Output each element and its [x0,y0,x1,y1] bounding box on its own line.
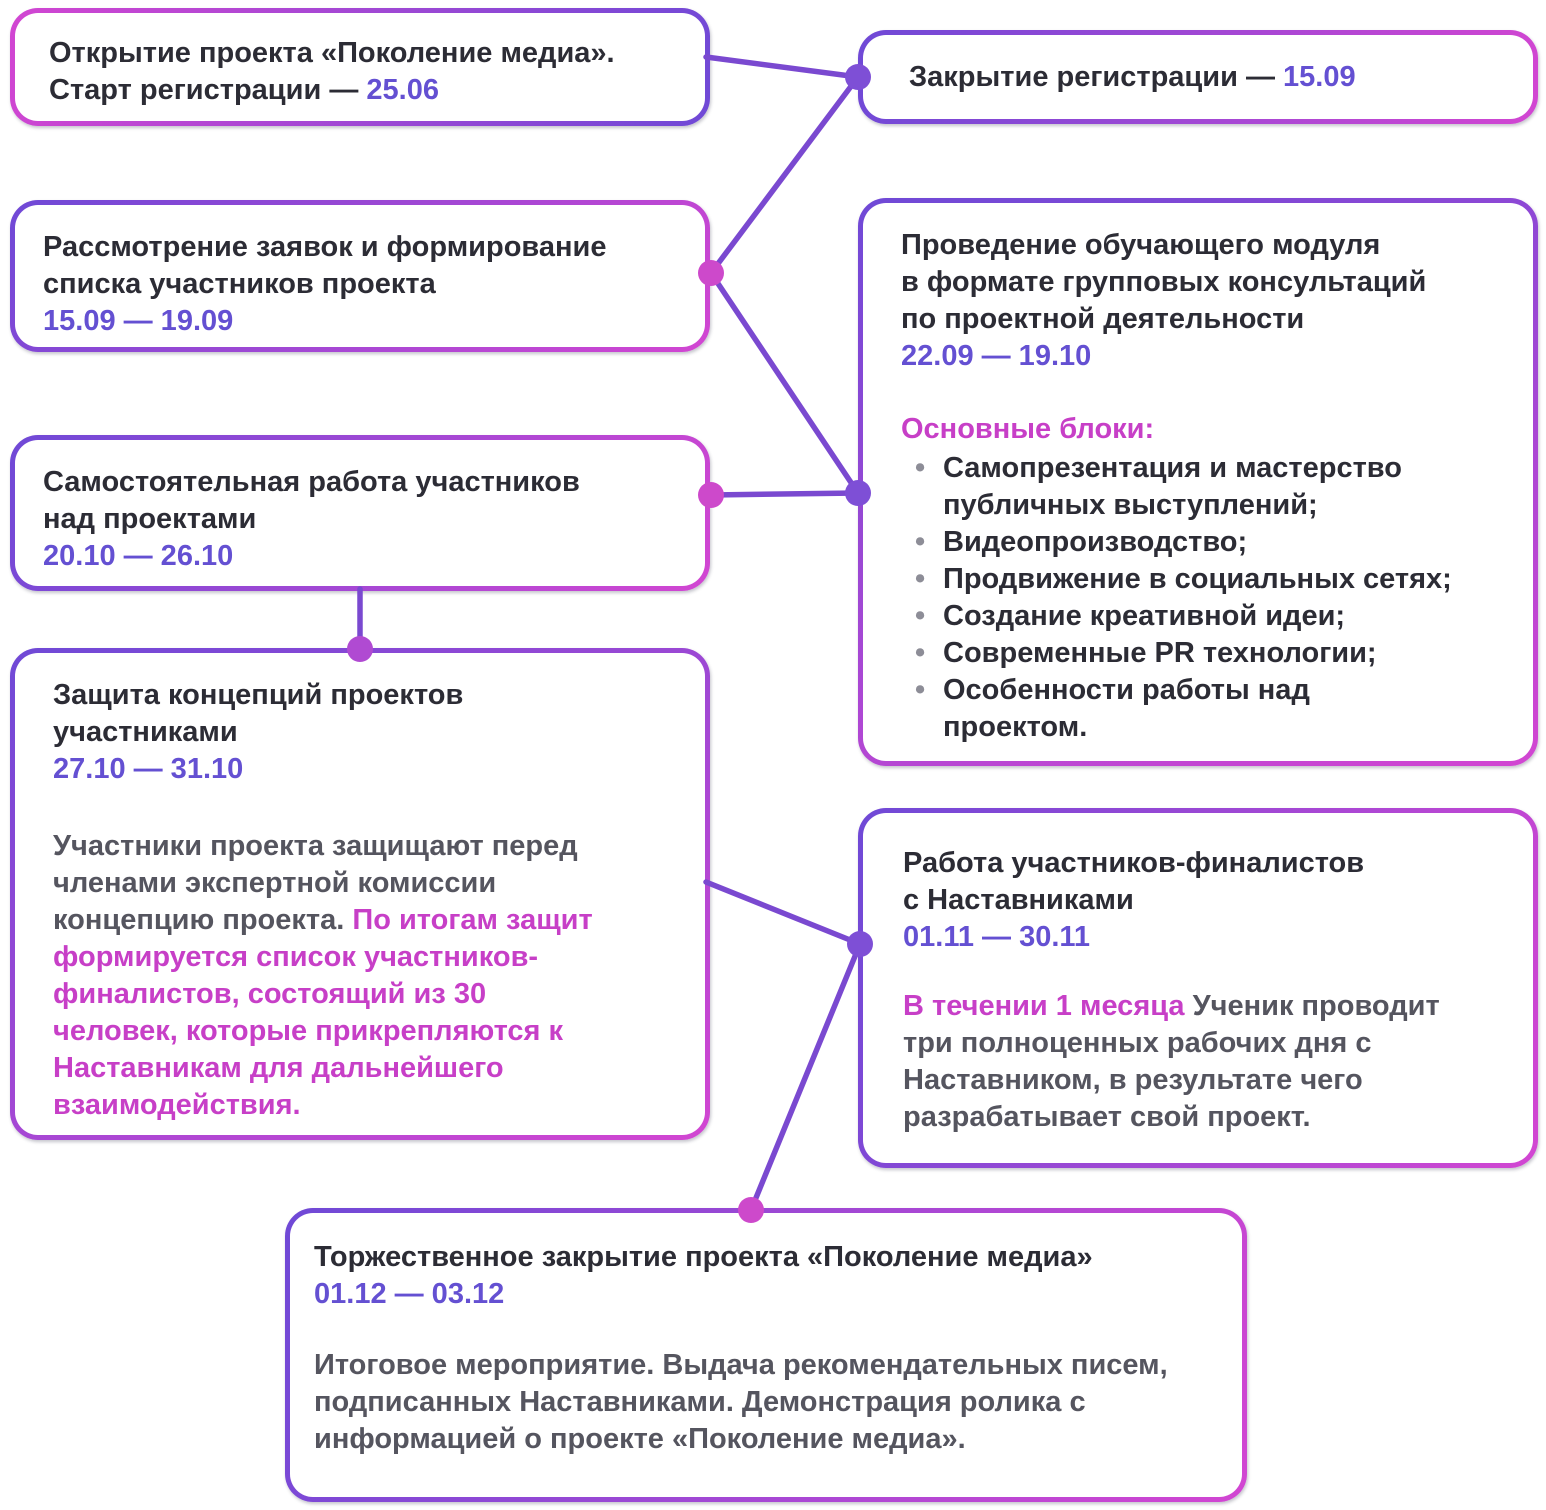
stage-card-training-module: Проведение обучающего модуля в формате г… [858,198,1538,766]
stage-description-highlight: По итогам защит формируется список участ… [53,904,593,1121]
stage-card-closing-ceremony: Торжественное закрытие проекта «Поколени… [285,1208,1247,1502]
stage-title: Проведение обучающего модуля в формате г… [901,229,1427,335]
blocks-heading: Основные блоки: [901,413,1155,445]
stage-date: 22.09 — 19.10 [901,340,1092,372]
stage-card-concept-defense: Защита концепций проектов участниками 27… [10,648,710,1140]
stage-card-opening: Открытие проекта «Поколение медиа». Стар… [10,8,710,126]
stage-description: Итоговое мероприятие. Выдача рекомендате… [314,1349,1168,1455]
block-item: Современные PR технологии; [901,635,1495,672]
stage-date: 20.10 — 26.10 [43,540,234,572]
block-item: Продвижение в социальных сетях; [901,561,1495,598]
stage-date: 01.12 — 03.12 [314,1278,505,1310]
stage-description-text: Ученик проводит три полноценных рабочих … [903,990,1440,1133]
connector-line [748,941,863,1213]
stage-card-mentors-work: Работа участников-финалистов с Наставник… [858,808,1538,1168]
stage-description: Участники проекта защищают перед членами… [53,828,619,1124]
stage-title: Работа участников-финалистов с Наставник… [903,847,1365,916]
stage-title: Торжественное закрытие проекта «Поколени… [314,1241,1093,1273]
stage-date: 25.06 [366,74,439,106]
stage-title-line: Закрытие регистрации — 15.09 [909,59,1356,96]
stage-title: Самостоятельная работа участников над пр… [43,466,580,535]
stage-date: 15.09 [1283,60,1356,93]
stage-card-independent-work: Самостоятельная работа участников над пр… [10,435,710,591]
connector-line [708,74,861,276]
connector-line [708,490,861,498]
block-item: Видеопроизводство; [901,524,1495,561]
block-item: Самопрезентация и мастерство публичных в… [901,450,1495,524]
stage-description-lead: В течении 1 месяца [903,990,1185,1022]
stage-date: 15.09 — 19.09 [43,305,234,337]
connector-line [703,54,861,80]
block-item: Создание креативной идеи; [901,598,1495,635]
connector-line [703,879,863,947]
stage-subtitle: Старт регистрации — 25.06 [49,72,671,109]
blocks-list: Самопрезентация и мастерство публичных в… [901,450,1495,746]
stage-title: Открытие проекта «Поколение медиа». [49,37,615,69]
stage-date: 01.11 — 30.11 [903,921,1091,953]
stage-subtitle-text: Старт регистрации — [49,74,367,106]
stage-title: Защита концепций проектов участниками [53,679,464,748]
stage-title: Рассмотрение заявок и формирование списк… [43,231,607,300]
stage-card-registration-close: Закрытие регистрации — 15.09 [858,30,1538,124]
stage-title: Закрытие регистрации — [909,60,1284,93]
stage-card-applications: Рассмотрение заявок и формирование списк… [10,200,710,352]
block-item: Особенности работы над проектом. [901,672,1331,746]
stage-description: В течении 1 месяца Ученик проводит три п… [903,988,1463,1136]
connector-line [708,270,861,496]
stage-description-text: Участники проекта защищают перед членами… [53,830,578,936]
stage-date: 27.10 — 31.10 [53,753,244,785]
